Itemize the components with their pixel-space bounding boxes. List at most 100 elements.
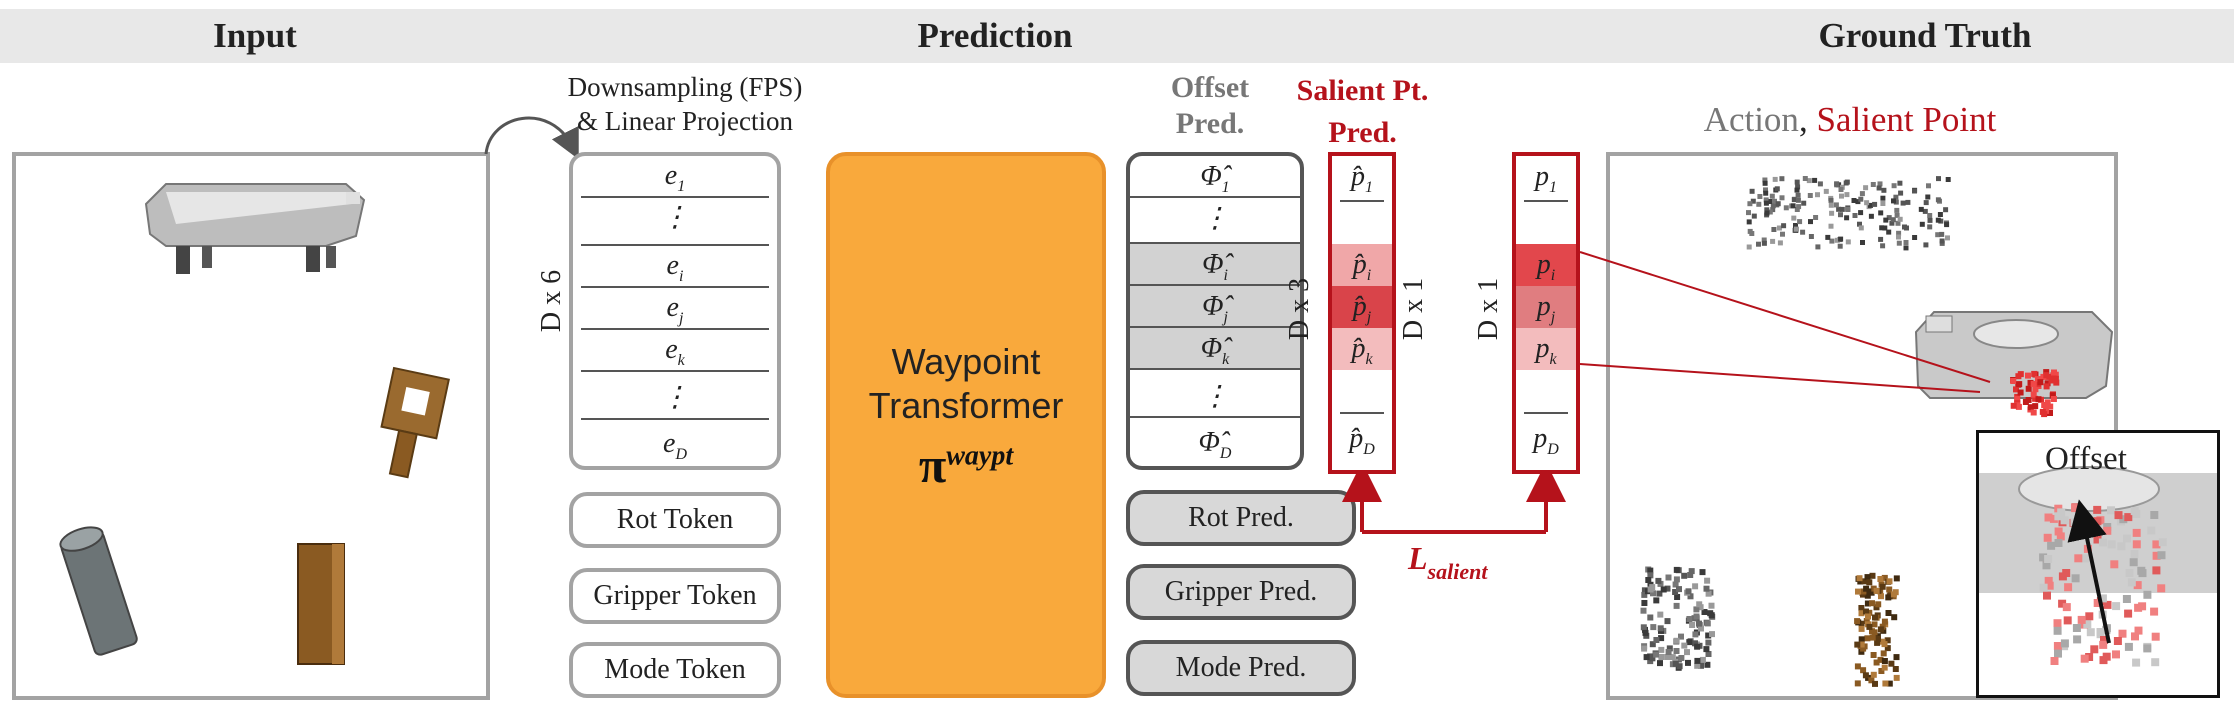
point — [1871, 629, 1878, 636]
salient-point — [2043, 407, 2050, 414]
inset-point — [2053, 642, 2062, 650]
point — [1763, 190, 1769, 196]
point — [1698, 662, 1704, 669]
point — [1664, 654, 1671, 660]
inset-point — [2062, 603, 2071, 612]
point — [1918, 206, 1924, 212]
salient-point-cloud — [2010, 369, 2060, 418]
point — [1779, 195, 1785, 201]
point — [1676, 586, 1682, 593]
gripper-mesh — [1914, 311, 2114, 399]
inset-point — [2043, 591, 2051, 600]
point — [1678, 655, 1685, 661]
point — [1858, 636, 1865, 643]
point — [1687, 593, 1694, 600]
dim-label-salient-pred: D x 1 — [1398, 277, 1429, 341]
inset-point — [2132, 658, 2141, 667]
point — [1796, 204, 1802, 210]
point — [1927, 217, 1933, 223]
point — [1828, 202, 1834, 208]
point — [1854, 680, 1861, 687]
point — [1815, 244, 1821, 250]
gripper-object — [144, 183, 366, 274]
embed-row-divider — [581, 244, 769, 246]
point — [1880, 243, 1886, 249]
point — [1653, 637, 1660, 643]
salient-point — [2034, 376, 2041, 383]
point — [1640, 624, 1647, 631]
point — [1708, 612, 1715, 619]
point — [1834, 181, 1840, 187]
point — [1937, 212, 1943, 217]
point — [1673, 566, 1680, 573]
inset-point — [2134, 626, 2143, 635]
inset-point — [2150, 607, 2159, 616]
point — [1936, 176, 1941, 182]
point — [1878, 668, 1885, 674]
inset-point — [2039, 583, 2048, 592]
point — [1873, 659, 1880, 666]
point — [1872, 680, 1878, 687]
inset-point — [2072, 624, 2081, 632]
salient-pred-row-divider — [1340, 412, 1384, 414]
point — [1815, 192, 1820, 198]
offset-row-divider — [1130, 242, 1300, 244]
salient-pred-row-symbol-2: p̂ — [1352, 291, 1367, 322]
point — [1794, 187, 1800, 193]
salient-pred-row-subscript-3: k — [1365, 351, 1373, 368]
salient-pred-row-symbol-3: p̂ — [1351, 333, 1366, 364]
salient-gt-row-0: p1 — [1516, 156, 1576, 198]
point — [1912, 235, 1918, 240]
inset-point — [2152, 540, 2161, 549]
point — [1896, 240, 1902, 246]
point — [1791, 197, 1797, 203]
point — [1852, 213, 1858, 218]
salient-gt-row-symbol-0: p — [1535, 161, 1549, 192]
point — [1863, 608, 1869, 615]
inset-point — [2113, 637, 2122, 645]
point — [1935, 197, 1941, 203]
point — [1678, 633, 1684, 640]
point — [1858, 605, 1865, 611]
point — [1866, 579, 1873, 586]
point — [1653, 597, 1660, 604]
point — [1923, 242, 1929, 248]
point — [1694, 662, 1701, 669]
transformer-symbol: π — [918, 437, 947, 493]
embed-row-symbol-2: e — [666, 250, 679, 281]
point — [1855, 199, 1861, 205]
point — [1705, 590, 1712, 597]
inset-point — [2132, 528, 2141, 537]
point — [1641, 600, 1648, 606]
point — [1880, 201, 1886, 206]
inset-point — [2151, 658, 2160, 667]
point — [1665, 649, 1672, 655]
point — [1860, 240, 1865, 245]
inset-point — [2056, 532, 2065, 541]
embed-row-symbol-0: e — [664, 160, 678, 191]
inset-point — [2054, 527, 2063, 536]
input-scene-image — [59, 183, 450, 665]
gt-legend-salient: Salient Point — [1816, 100, 1997, 139]
inset-point — [2151, 632, 2160, 641]
point — [1895, 220, 1901, 226]
inset-point — [2152, 566, 2161, 575]
offset-row-subscript-3: j — [1223, 309, 1228, 326]
inset-point — [2129, 558, 2138, 567]
rot-pred: Rot Pred. — [1126, 490, 1356, 546]
point — [1878, 236, 1884, 242]
point — [1854, 618, 1861, 625]
inset-point — [2157, 584, 2166, 593]
embed-row-symbol-6: e — [663, 428, 676, 459]
embed-row-divider — [581, 196, 769, 198]
point — [1881, 187, 1887, 193]
mode-token: Mode Token — [569, 642, 781, 698]
transformer-line2: Transformer — [868, 385, 1064, 426]
point — [1641, 591, 1648, 598]
inset-point — [2112, 602, 2121, 611]
point — [1877, 656, 1884, 663]
salient-pred-title: Salient Pt. Pred. — [1270, 70, 1455, 154]
inset-point — [2133, 581, 2142, 590]
point — [1746, 210, 1751, 216]
